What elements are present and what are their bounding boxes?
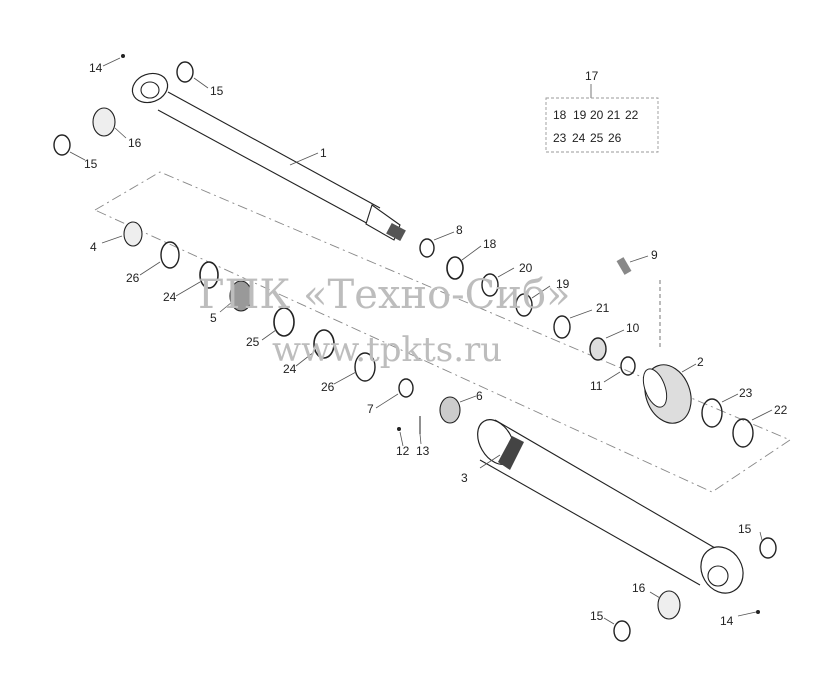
callout-7: 7 — [367, 402, 374, 416]
bushing-16-bottom — [657, 590, 681, 620]
kit-item-26: 26 — [608, 131, 622, 145]
callout-9: 9 — [651, 248, 658, 262]
callout-25: 25 — [246, 335, 260, 349]
bushing-4 — [123, 221, 143, 247]
callout-2: 2 — [697, 355, 704, 369]
callout-20: 20 — [519, 261, 533, 275]
callout-22: 22 — [774, 403, 788, 417]
callout-3: 3 — [461, 471, 468, 485]
callout-6: 6 — [476, 389, 483, 403]
callout-8: 8 — [456, 223, 463, 237]
callout-1: 1 — [320, 146, 327, 160]
kit-item-22: 22 — [625, 108, 639, 122]
repair-kit-box: 17 18 19 20 21 22 23 24 25 26 — [545, 69, 659, 153]
kit-item-19: 19 — [573, 108, 587, 122]
bushing-6 — [439, 396, 461, 424]
kit-item-20: 20 — [590, 108, 604, 122]
callout-14: 14 — [720, 614, 734, 628]
callout-labels: 14 15 16 15 1 4 26 24 5 25 24 26 7 6 12 … — [84, 61, 788, 628]
callout-24: 24 — [163, 290, 177, 304]
seal-rings — [53, 61, 777, 642]
callout-19: 19 — [556, 277, 570, 291]
callout-15: 15 — [738, 522, 752, 536]
kit-item-18: 18 — [553, 108, 567, 122]
callout-10: 10 — [626, 321, 640, 335]
callout-12: 12 — [396, 444, 410, 458]
callout-21: 21 — [596, 301, 610, 315]
kit-item-25: 25 — [590, 131, 604, 145]
callout-18: 18 — [483, 237, 497, 251]
piston — [616, 257, 692, 424]
bushing-16-top — [92, 107, 116, 137]
watermark: ГПК «Техно-Сиб» www.tpkts.ru — [198, 272, 571, 370]
kit-item-23: 23 — [553, 131, 567, 145]
callout-26: 26 — [321, 380, 335, 394]
callout-24: 24 — [283, 362, 297, 376]
callout-15: 15 — [210, 84, 224, 98]
watermark-brand: ГПК «Техно-Сиб» — [198, 272, 571, 318]
callout-16: 16 — [128, 136, 142, 150]
kit-item-24: 24 — [572, 131, 586, 145]
cylinder-tube — [477, 419, 760, 614]
kit-item-21: 21 — [607, 108, 621, 122]
callout-13: 13 — [416, 444, 430, 458]
callout-15: 15 — [590, 609, 604, 623]
watermark-url: www.tpkts.ru — [272, 330, 502, 370]
callout-4: 4 — [90, 240, 97, 254]
callout-14: 14 — [89, 61, 103, 75]
leader-lines — [69, 57, 773, 625]
callout-11: 11 — [590, 379, 603, 393]
callout-15: 15 — [84, 157, 98, 171]
gland-5 — [229, 280, 253, 312]
callout-23: 23 — [739, 386, 753, 400]
piston-rod — [121, 54, 406, 242]
callout-26: 26 — [126, 271, 140, 285]
callout-16: 16 — [632, 581, 646, 595]
kit-number: 17 — [585, 69, 599, 83]
callout-5: 5 — [210, 311, 217, 325]
